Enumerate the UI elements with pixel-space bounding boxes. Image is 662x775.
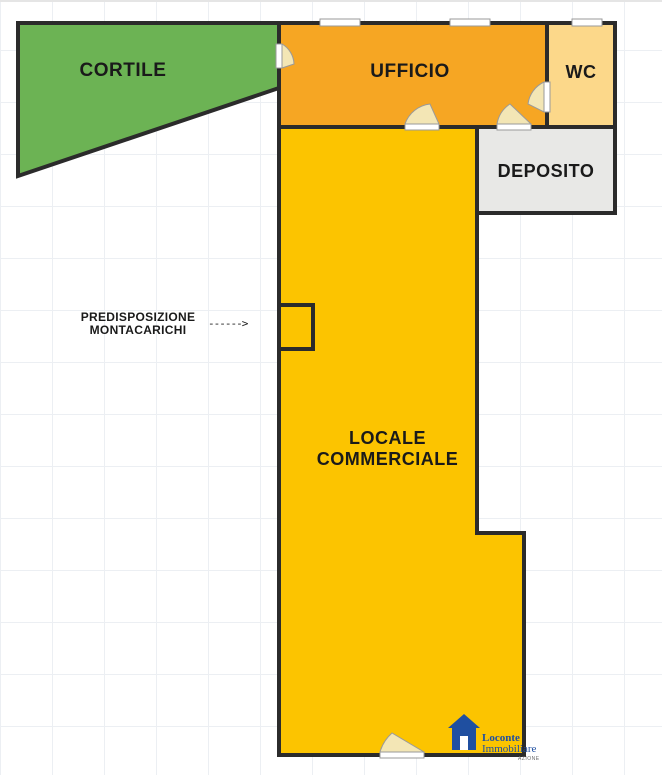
door-swing-entrance (379, 732, 426, 753)
door-swing-ufficio-locale (404, 103, 440, 125)
room-cortile (16, 21, 281, 179)
label-locale-line2: COMMERCIALE (316, 448, 459, 469)
door-swing-cortile (281, 43, 295, 69)
window-ufficio-left (319, 18, 361, 27)
door-entrance (379, 751, 425, 759)
logo-tagline: AZIONE (518, 756, 540, 762)
logo-name: Loconte (482, 732, 520, 744)
label-ufficio: UFFICIO (370, 61, 450, 82)
annotation-line1: PREDISPOSIZIONE (80, 310, 196, 324)
annotation-montacarichi: PREDISPOSIZIONE MONTACARICHI (68, 310, 208, 338)
window-ufficio-right (449, 18, 491, 27)
window-wc (571, 18, 603, 27)
house-icon (448, 714, 480, 750)
door-cortile-ufficio (275, 43, 283, 69)
annotation-line2: MONTACARICHI (89, 323, 187, 338)
logo-subtitle: Immobiliare (482, 743, 537, 755)
door-wc (543, 81, 551, 113)
agency-logo: Loconte Immobiliare AZIONE (446, 712, 566, 762)
room-ufficio (277, 21, 549, 129)
label-locale-line1: LOCALE (349, 428, 426, 448)
montacarichi-shaft (277, 303, 315, 351)
annotation-arrow: ------> (208, 317, 248, 330)
room-locale-commerciale (277, 125, 526, 757)
door-ufficio-locale (404, 123, 440, 131)
room-wc (545, 21, 617, 129)
label-locale-commerciale: LOCALE COMMERCIALE (295, 428, 480, 469)
top-border (0, 0, 662, 2)
label-deposito: DEPOSITO (497, 161, 595, 181)
door-ufficio-deposito (496, 123, 532, 131)
label-wc: WC (565, 62, 597, 82)
door-swing-ufficio-deposito (496, 103, 533, 125)
room-deposito (475, 125, 617, 215)
door-swing-wc (527, 81, 545, 113)
label-cortile: CORTILE (79, 60, 167, 81)
